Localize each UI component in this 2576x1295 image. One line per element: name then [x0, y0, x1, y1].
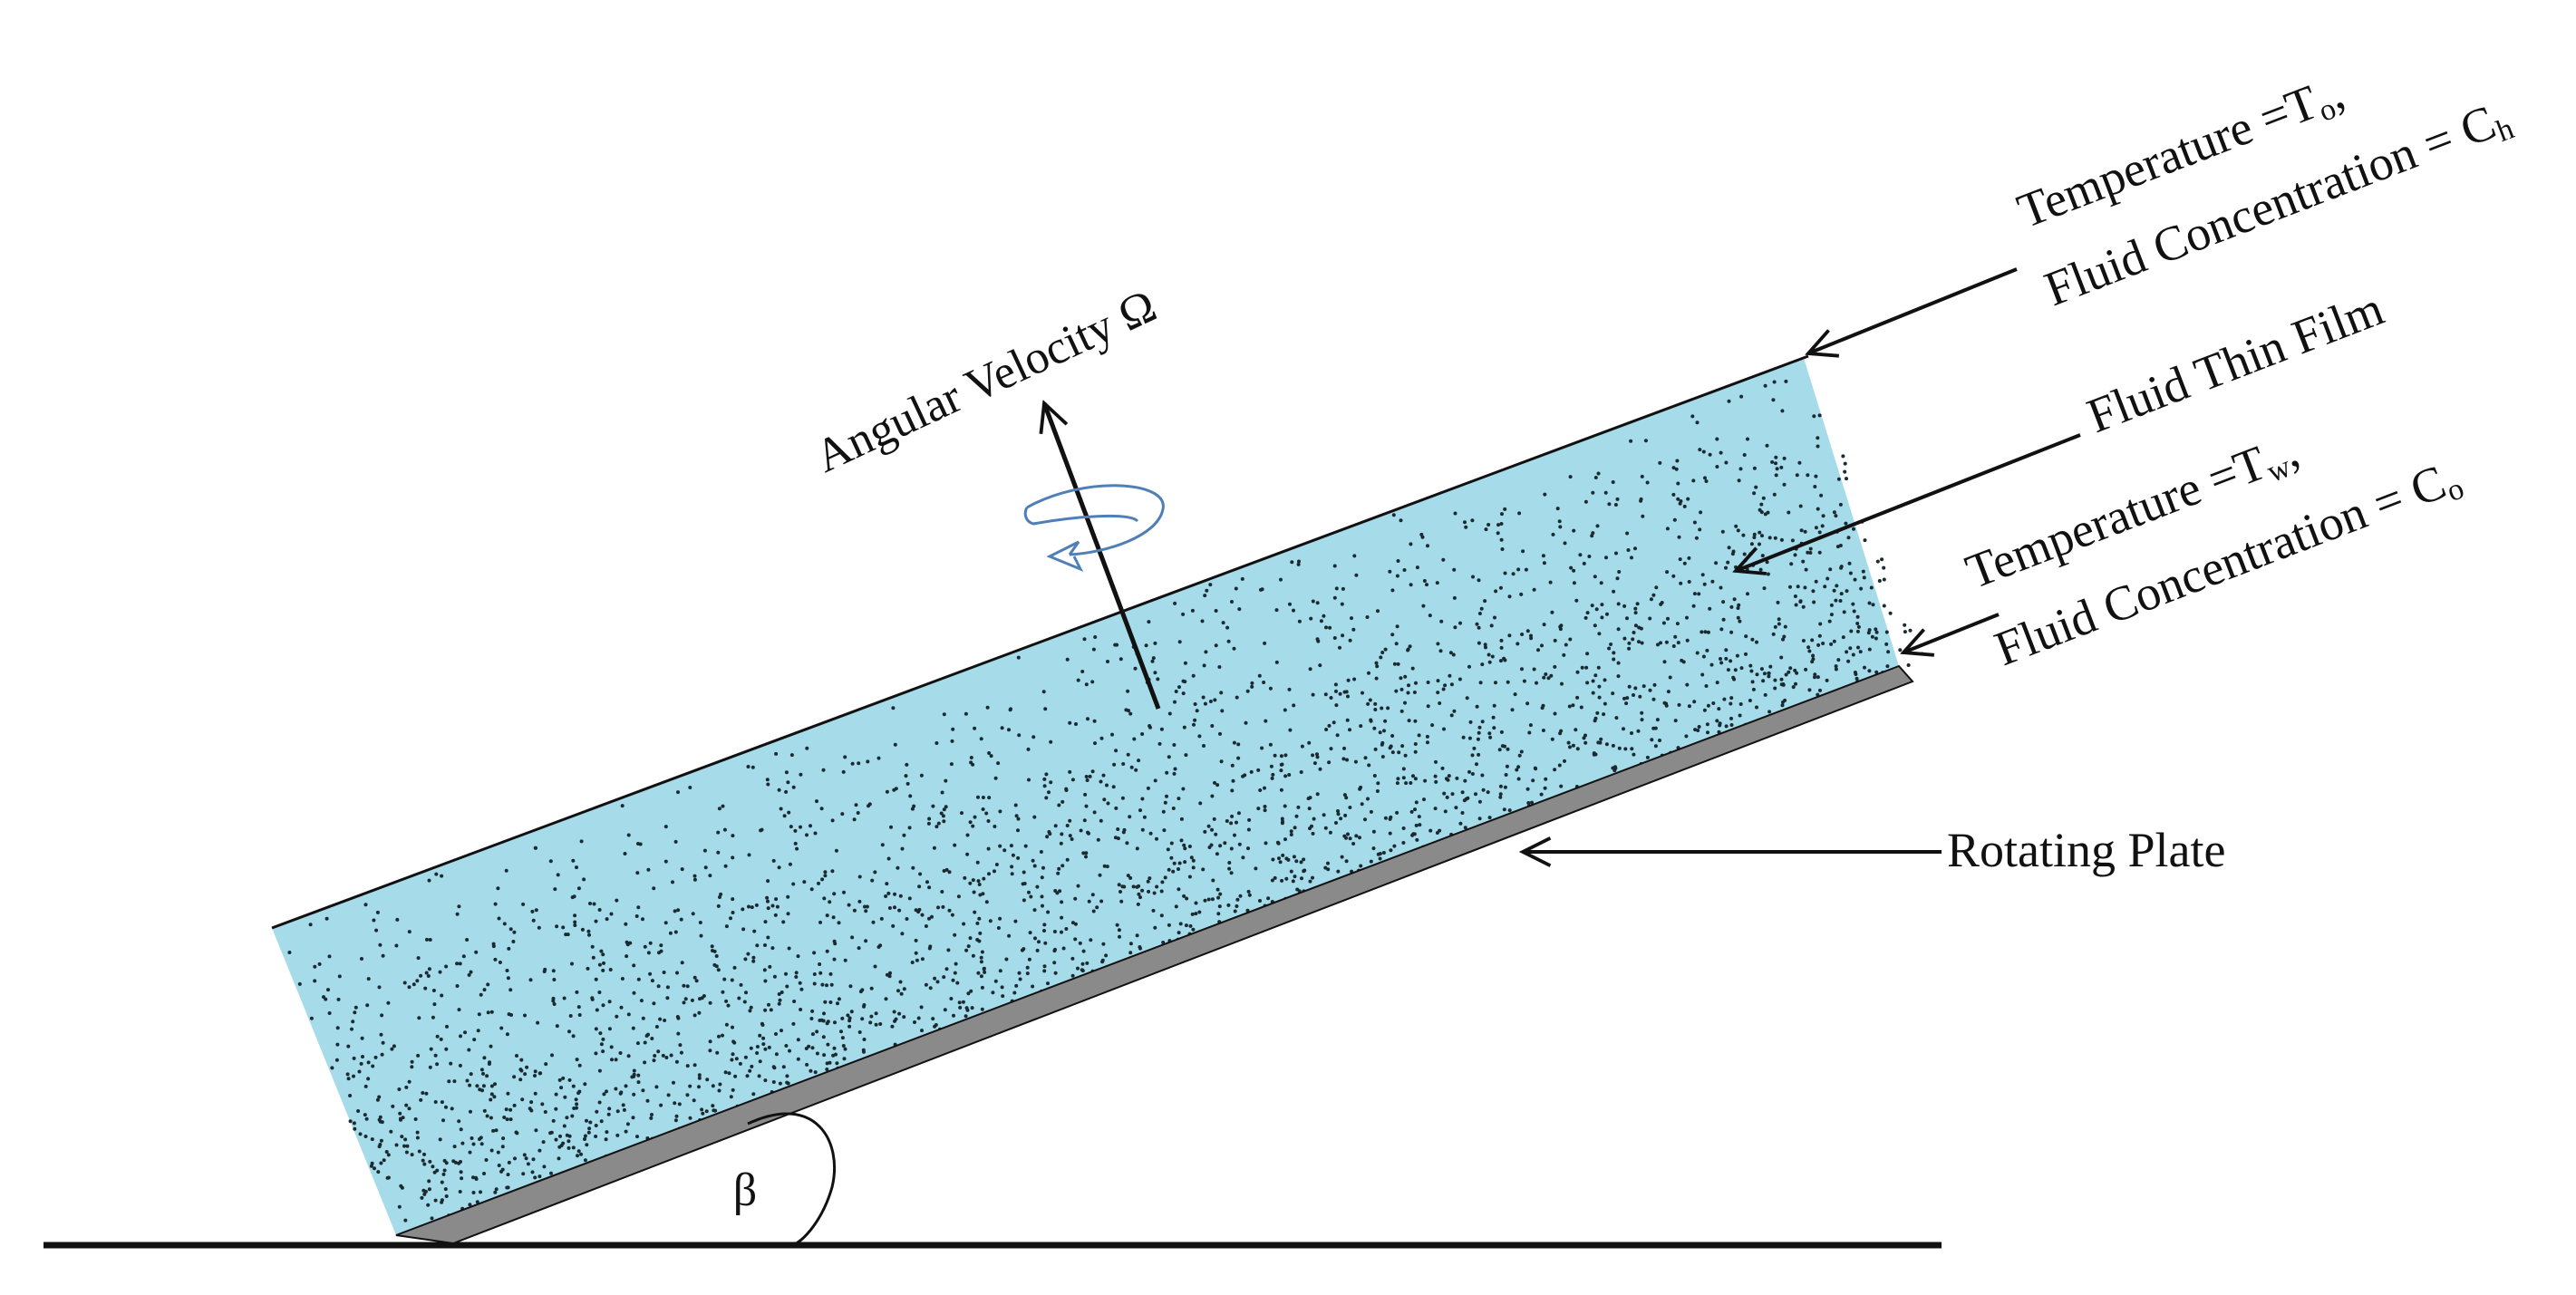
wall-boundary-pointer [1903, 613, 2000, 652]
film-top-edge [271, 354, 1809, 930]
fluid-thin-film-pointer [1736, 433, 2081, 571]
fluid-stipple [287, 379, 1924, 1223]
angle-arc [747, 1112, 837, 1247]
fluid-thin-film-region [272, 358, 1899, 1235]
rotation-direction-icon [1023, 484, 1165, 572]
top-boundary-pointer [1808, 267, 2018, 353]
rotating-plate-label: Rotating Plate [1947, 823, 2225, 877]
rotating-plate [395, 664, 1914, 1245]
angular-velocity-label: Angular Velocity Ω [808, 280, 1164, 483]
angular-velocity-axis [1044, 403, 1161, 710]
angle-beta-label: β [733, 1165, 757, 1216]
fluid-thin-film-label: Fluid Thin Film [2080, 281, 2391, 443]
